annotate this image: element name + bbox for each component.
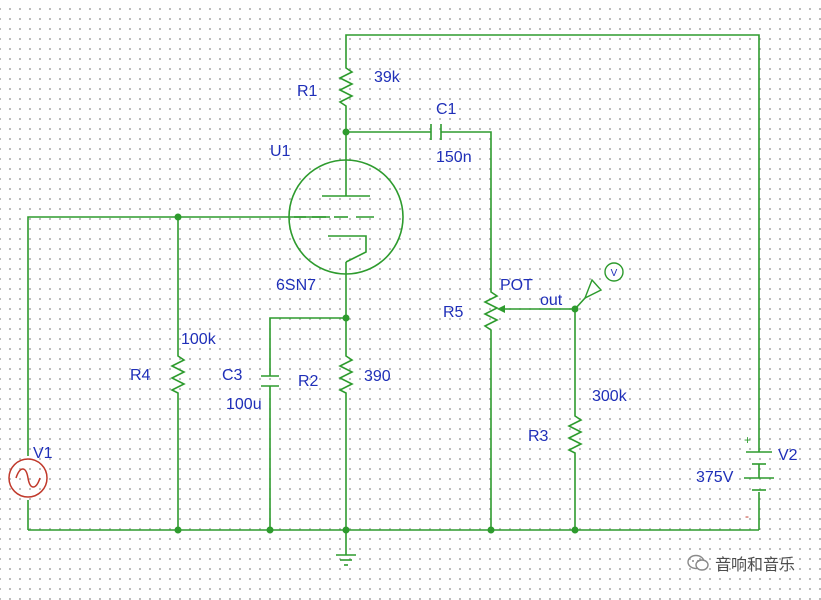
ground-icon [336,554,356,566]
r2-ref-label: R2 [298,373,319,390]
junction-cathode [342,314,350,322]
out-net-label: out [540,292,563,309]
r4-value-label: 100k [181,331,217,348]
dc-source-v2-symbol[interactable] [744,451,774,491]
ac-source-v1-symbol[interactable] [8,458,48,498]
v2-plus-sign: + [744,433,751,447]
r5-ref-label: R5 [443,304,464,321]
junction-gnd-r3 [571,526,579,534]
junction-out [571,305,579,313]
potentiometer-r5-symbol[interactable] [483,288,499,333]
wire-c3-top [269,317,346,376]
junction-gnd-r2 [342,526,350,534]
junction-gnd-c3 [266,526,274,534]
resistor-r3-symbol[interactable] [567,412,583,455]
r3-ref-label: R3 [528,428,549,445]
v2-value-label: 375V [696,469,734,486]
junction-grid [174,213,182,221]
c1-value-label: 150n [436,149,472,166]
v2-ref-label: V2 [778,447,798,464]
c1-ref-label: C1 [436,101,457,118]
chat-bubble-icon [687,554,709,571]
r3-value-label: 300k [592,388,628,405]
watermark-text: 音响和音乐 [714,557,795,574]
junction-plate [342,128,350,136]
probe-symbol-label: V [611,268,618,279]
resistor-r4-symbol[interactable] [170,352,186,395]
wire-c1-r5 [441,131,492,288]
junction-gnd-r4 [174,526,182,534]
r2-value-label: 390 [364,368,391,385]
r4-ref-label: R4 [130,367,151,384]
triode-u1-symbol[interactable] [288,159,404,275]
junction-gnd-r5 [487,526,495,534]
resistor-r2-symbol[interactable] [338,352,354,396]
r5-value-label: POT [500,277,533,294]
watermark: 音响和音乐 [687,551,795,575]
r1-ref-label: R1 [297,83,318,100]
resistor-r1-symbol[interactable] [338,64,354,110]
r1-value-label: 39k [374,69,401,86]
v1-ref-label: V1 [33,445,53,462]
v2-minus-sign: - [745,509,749,523]
potentiometer-wiper-arrow[interactable] [497,305,505,313]
c3-ref-label: C3 [222,367,243,384]
u1-ref-label: U1 [270,143,291,160]
u1-value-label: 6SN7 [276,277,316,294]
voltage-probe-icon[interactable]: V [583,262,624,300]
wire-b-plus-rail [345,34,760,452]
wires [27,34,760,555]
c3-value-label: 100u [226,396,262,413]
junction-dots [174,128,579,534]
wire-grid [27,216,330,456]
capacitor-c3-symbol[interactable] [261,375,279,387]
capacitor-c1-symbol[interactable] [430,124,442,140]
